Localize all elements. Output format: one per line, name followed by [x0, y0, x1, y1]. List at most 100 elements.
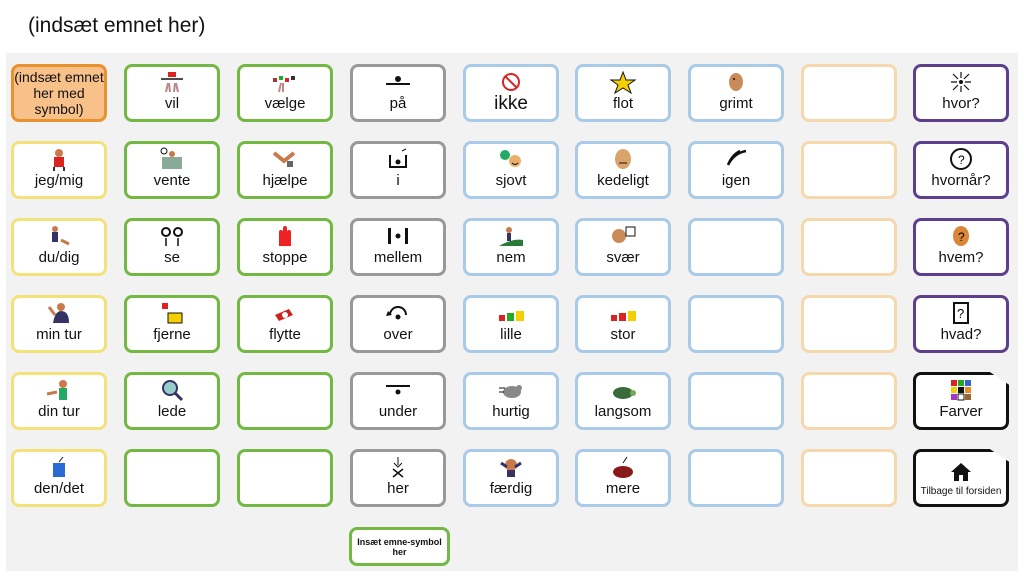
cell-label: flot	[612, 95, 633, 112]
cell-vil[interactable]: vil	[124, 64, 220, 122]
cell-label: grimt	[719, 95, 753, 112]
cell-label: hvad?	[940, 326, 982, 343]
cell-min-tur[interactable]: min tur	[11, 295, 107, 353]
cell-stor[interactable]: stor	[575, 295, 671, 353]
cell-under[interactable]: under	[350, 372, 446, 430]
cell-hurtig[interactable]: hurtig	[463, 372, 559, 430]
cell-label: nem	[496, 249, 526, 266]
empty-cell[interactable]	[801, 218, 897, 276]
cell-flytte[interactable]: flytte	[237, 295, 333, 353]
help-icon	[270, 147, 300, 171]
cell-på[interactable]: på	[350, 64, 446, 122]
cell-over[interactable]: over	[350, 295, 446, 353]
cell-i[interactable]: i	[350, 141, 446, 199]
who-head-icon: ?	[946, 224, 976, 248]
cell-igen[interactable]: igen	[688, 141, 784, 199]
cell-tilbage-til-forsiden[interactable]: Tilbage til forsiden	[913, 449, 1009, 507]
cell-du-dig[interactable]: du/dig	[11, 218, 107, 276]
cell-sjovt[interactable]: sjovt	[463, 141, 559, 199]
cell-label: mere	[605, 480, 641, 497]
remove-icon	[157, 301, 187, 325]
cell-vælge[interactable]: vælge	[237, 64, 333, 122]
cell-label: vente	[153, 172, 191, 189]
svg-text:?: ?	[958, 230, 965, 244]
my-turn-icon	[44, 301, 74, 325]
cell-færdig[interactable]: færdig	[463, 449, 559, 507]
empty-cell[interactable]	[237, 372, 333, 430]
empty-cell[interactable]	[801, 372, 897, 430]
cell-label: lille	[500, 326, 522, 343]
cell-hjælpe[interactable]: hjælpe	[237, 141, 333, 199]
empty-cell[interactable]	[688, 295, 784, 353]
cell-hvornår[interactable]: ?hvornår?	[913, 141, 1009, 199]
cell-hvad[interactable]: ?hvad?	[913, 295, 1009, 353]
cell-langsom[interactable]: langsom	[575, 372, 671, 430]
easy-icon	[496, 224, 526, 248]
cell-label: stor	[610, 326, 636, 343]
wait-icon	[157, 147, 187, 171]
clock-question-icon: ?	[946, 147, 976, 171]
cell-label: hvem?	[938, 249, 984, 266]
cell-label: hvornår?	[931, 172, 991, 189]
person-me-icon	[44, 147, 74, 171]
page-title: (indsæt emnet her)	[28, 14, 206, 37]
cell-hvem[interactable]: ? hvem?	[913, 218, 1009, 276]
cell-her[interactable]: her	[350, 449, 446, 507]
cell-flot[interactable]: flot	[575, 64, 671, 122]
move-icon	[270, 301, 300, 325]
cell-mellem[interactable]: mellem	[350, 218, 446, 276]
cell-label: lede	[157, 403, 187, 420]
cell-label: se	[164, 249, 180, 266]
no-sign-icon	[496, 70, 526, 94]
more-icon	[608, 455, 638, 479]
cell-nem[interactable]: nem	[463, 218, 559, 276]
empty-cell[interactable]	[688, 372, 784, 430]
cell-label: jeg/mig	[34, 172, 84, 189]
cell-lille[interactable]: lille	[463, 295, 559, 353]
ugly-face-icon	[721, 70, 751, 94]
cell-label: her	[387, 480, 409, 497]
home-icon	[946, 460, 976, 484]
on-icon	[383, 70, 413, 94]
again-arrow-icon	[721, 147, 751, 171]
cell-jeg-mig[interactable]: jeg/mig	[11, 141, 107, 199]
cell-hvor[interactable]: hvor?	[913, 64, 1009, 122]
cell-kedeligt[interactable]: kedeligt	[575, 141, 671, 199]
hard-icon	[608, 224, 638, 248]
cell-farver[interactable]: Farver	[913, 372, 1009, 430]
empty-cell[interactable]	[801, 141, 897, 199]
cell-label: vil	[164, 95, 180, 112]
empty-cell[interactable]	[801, 295, 897, 353]
it-icon	[44, 455, 74, 479]
empty-cell[interactable]	[801, 64, 897, 122]
cell-den-det[interactable]: den/det	[11, 449, 107, 507]
cell-lede[interactable]: lede	[124, 372, 220, 430]
here-icon	[383, 455, 413, 479]
cell-label: færdig	[489, 480, 533, 497]
your-turn-icon	[44, 378, 74, 402]
cell-label: svær	[606, 249, 640, 266]
empty-cell[interactable]	[237, 449, 333, 507]
eyes-icon	[157, 224, 187, 248]
cell-svær[interactable]: svær	[575, 218, 671, 276]
cell-din-tur[interactable]: din tur	[11, 372, 107, 430]
empty-cell[interactable]	[688, 218, 784, 276]
cell-ikke[interactable]: ikke	[463, 64, 559, 122]
cell-stoppe[interactable]: stoppe	[237, 218, 333, 276]
cell-se[interactable]: se	[124, 218, 220, 276]
cell-grimt[interactable]: grimt	[688, 64, 784, 122]
what-icon: ?	[946, 301, 976, 325]
cell-vente[interactable]: vente	[124, 141, 220, 199]
empty-cell[interactable]	[801, 449, 897, 507]
cell-label: stoppe	[262, 249, 308, 266]
cell-fjerne[interactable]: fjerne	[124, 295, 220, 353]
insert-topic-symbol-button[interactable]: Insæt emne-symbol her	[349, 527, 450, 566]
colors-grid-icon	[946, 378, 976, 402]
empty-cell[interactable]	[688, 449, 784, 507]
cell-mere[interactable]: mere	[575, 449, 671, 507]
cell-label: hvor?	[942, 95, 980, 112]
cell-indsæt-emnet-her-med-symbol[interactable]: (indsæt emnet her med symbol)	[11, 64, 107, 122]
empty-cell[interactable]	[124, 449, 220, 507]
turtle-icon	[608, 378, 638, 402]
cell-label: igen	[721, 172, 751, 189]
